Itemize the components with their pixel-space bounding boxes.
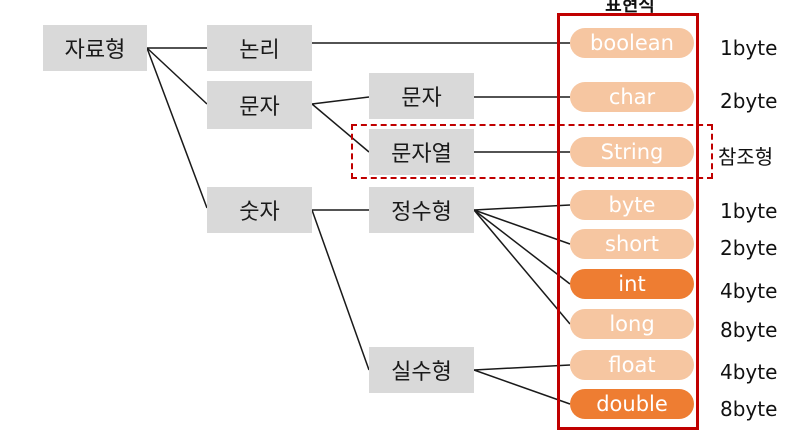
type-float: float (570, 350, 694, 380)
size-short: 2byte (720, 236, 778, 260)
type-long: long (570, 309, 694, 339)
size-float: 4byte (720, 360, 778, 384)
node-logic: 논리 (207, 25, 312, 71)
type-byte: byte (570, 190, 694, 220)
size-long: 8byte (720, 318, 778, 342)
size-int: 4byte (720, 279, 778, 303)
node-character: 문자 (369, 73, 474, 119)
node-real: 실수형 (369, 347, 474, 393)
edge-integer-long (473, 209, 571, 325)
size-double: 8byte (720, 397, 778, 421)
edge-real-double (473, 369, 571, 405)
edge-chargroup-string (311, 103, 370, 153)
type-string: String (570, 137, 694, 167)
edge-root-char (146, 47, 208, 105)
edge-integer-byte (473, 204, 571, 211)
node-character-group: 문자 (207, 81, 312, 129)
edge-root-number (146, 47, 208, 209)
type-char: char (570, 82, 694, 112)
node-data-type: 자료형 (43, 25, 147, 71)
expression-frame (557, 13, 699, 430)
node-integer: 정수형 (369, 187, 474, 233)
node-string: 문자열 (369, 129, 474, 175)
type-short: short (570, 229, 694, 259)
size-string: 참조형 (718, 145, 774, 169)
type-boolean: boolean (570, 28, 694, 58)
edge-integer-int (473, 209, 571, 285)
node-number: 숫자 (207, 187, 312, 233)
type-double: double (570, 389, 694, 419)
edge-number-real (311, 209, 370, 371)
size-byte: 1byte (720, 199, 778, 223)
size-char: 2byte (720, 89, 778, 113)
type-int: int (570, 269, 694, 299)
reference-type-highlight (351, 124, 713, 179)
expression-title: 표현식 (605, 0, 655, 16)
edge-chargroup-char (311, 96, 370, 105)
edge-real-float (473, 364, 571, 371)
edge-integer-short (473, 209, 571, 245)
size-boolean: 1byte (720, 36, 778, 60)
